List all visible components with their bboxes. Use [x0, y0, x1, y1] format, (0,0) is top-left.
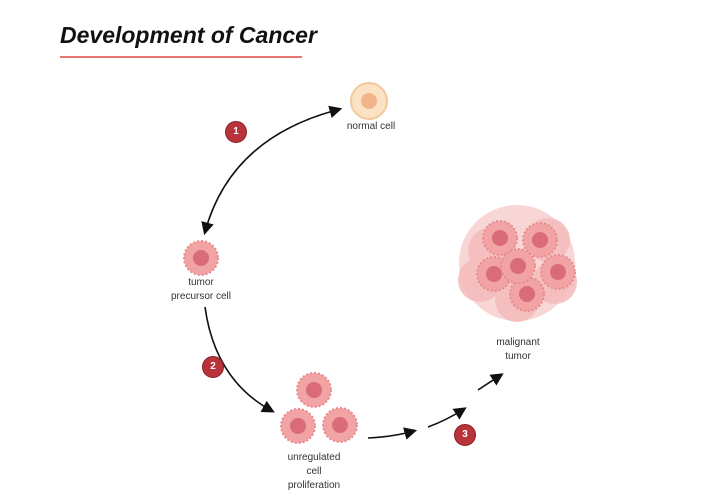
diagram-title: Development of Cancer — [60, 22, 317, 48]
normal-cell-icon — [350, 82, 388, 120]
malignant-tumor-icon — [458, 205, 577, 322]
arrow-1 — [201, 105, 343, 236]
proliferation-label-line3: proliferation — [287, 480, 341, 491]
proliferation-label-line2: cell — [306, 466, 322, 477]
step-badge-1: 1 — [225, 121, 247, 143]
malignant-tumor-label-line2: tumor — [505, 351, 531, 362]
tumor-precursor-label-line2: precursor cell — [170, 291, 232, 302]
proliferating-cells-icon — [280, 372, 358, 444]
malignant-tumor-label-line1: malignant — [496, 337, 540, 348]
step-badge-3: 3 — [454, 424, 476, 446]
proliferation-label-line1: unregulated — [287, 452, 341, 463]
tumor-precursor-cell-icon — [183, 240, 219, 276]
tumor-precursor-label-line1: tumor — [188, 277, 214, 288]
arrow-2 — [204, 306, 275, 413]
arrow-3 — [367, 373, 504, 440]
step-badge-2: 2 — [202, 356, 224, 378]
normal-cell-label: normal cell — [346, 121, 396, 132]
